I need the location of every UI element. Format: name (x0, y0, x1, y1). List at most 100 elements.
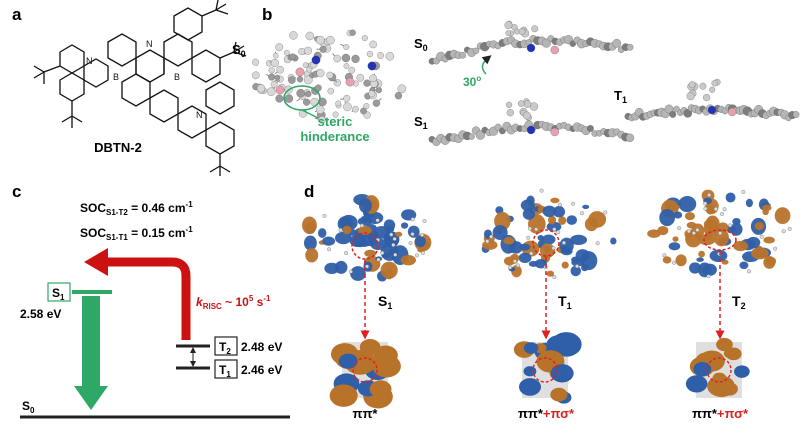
atom-sphere (380, 251, 385, 255)
atom-sphere (348, 269, 353, 274)
t2-state-box (214, 336, 238, 356)
s0-side-view-model (428, 20, 634, 65)
atom-sphere (415, 253, 419, 258)
panel-c: c SOCS1-T2 = 0.46 cm-1 SOCS1-T1 = 0.15 c… (12, 182, 290, 419)
atom-sphere (707, 193, 712, 197)
atom-sphere (348, 66, 356, 74)
atom-sphere (367, 61, 377, 71)
soc-s1-t1-label: SOCS1-T1 = 0.15 cm-1 (80, 225, 193, 242)
orbital-lobe (672, 236, 679, 242)
atom-sphere (311, 55, 321, 65)
orbital-lobe (546, 270, 555, 277)
atom-sphere (410, 232, 415, 237)
orbital-lobe (518, 252, 532, 264)
atom-sphere (385, 52, 395, 61)
atom-sphere (706, 274, 711, 279)
atom-sphere (703, 201, 708, 206)
orbital-lobe (334, 231, 352, 245)
zoom-inset-s1 (329, 338, 401, 409)
steric-label-1: steric (318, 114, 353, 129)
orbital-lobe (733, 240, 749, 252)
atom-sphere (305, 90, 312, 98)
orbital-lobe (765, 256, 777, 266)
atom-sphere (361, 35, 368, 42)
atom-sphere (603, 210, 608, 215)
orbital-lobe (610, 237, 617, 245)
atom-sphere (529, 102, 539, 111)
atom-sphere (526, 235, 531, 240)
orbital-lobe (550, 197, 560, 204)
atom-sphere (707, 105, 717, 115)
atom-sphere (686, 229, 691, 234)
atom-sphere (352, 105, 359, 113)
orbital-lobe (713, 228, 729, 247)
zoom-inset-t2 (685, 337, 750, 398)
atom-sphere (268, 67, 275, 74)
atom-sphere (389, 232, 394, 237)
orbital-lobe (774, 207, 791, 225)
t1-side-view-model (624, 78, 800, 122)
atom-sphere (787, 226, 792, 231)
orbital-lobe (519, 243, 531, 251)
atom-sphere (550, 45, 559, 55)
atom-sphere (561, 240, 566, 245)
orbital-lobe (723, 348, 737, 359)
atom-sphere (688, 81, 696, 89)
atom-sphere (494, 123, 502, 131)
panel-d-letter: d (304, 182, 314, 201)
atom-sphere (315, 105, 325, 115)
panel-c-letter: c (12, 182, 21, 201)
atom-sphere (303, 75, 313, 85)
atom-sphere (669, 110, 677, 118)
orbital-lobe (580, 251, 598, 271)
orbital-lobe (566, 215, 578, 225)
orbital-lobe (302, 216, 317, 235)
atom-sphere (363, 79, 371, 87)
atom-sphere (459, 52, 467, 59)
orbital-lobe (539, 243, 556, 258)
atom-sphere (360, 223, 364, 228)
orbital-lobe (697, 234, 716, 246)
atom-sphere (672, 260, 677, 265)
orbital-s1 (302, 193, 432, 282)
atom-sphere (394, 92, 403, 100)
orbital-lobe (541, 234, 556, 245)
atom-sphere (526, 125, 536, 135)
orbital-lobe (704, 204, 715, 212)
atom-sphere (792, 111, 800, 118)
atom-sphere (475, 130, 486, 140)
risc-arrow (108, 257, 191, 340)
atom-sphere (529, 251, 534, 256)
molecule-name: DBTN-2 (94, 140, 142, 155)
atom-sphere (534, 227, 539, 232)
atom-sphere (728, 223, 733, 228)
atom-sphere (303, 98, 311, 106)
orbital-lobe (528, 214, 546, 234)
orbital-lobe (684, 212, 696, 221)
orbital-lobe (547, 215, 557, 225)
s1-side-view-model (428, 98, 635, 146)
atom-sphere (360, 107, 367, 115)
atom-sphere (587, 125, 594, 132)
orbital-lobe (318, 228, 327, 238)
atom-sphere (711, 79, 718, 87)
s1-state-label: S1 (52, 286, 65, 302)
atom-sphere (315, 35, 325, 45)
orbital-lobe (510, 253, 520, 263)
s0-ground-label: S0 (22, 399, 35, 415)
orbital-lobe (751, 247, 769, 260)
twist-angle-label: 30o (463, 74, 481, 89)
orbital-lobe (400, 254, 416, 266)
orbital-lobe (678, 195, 697, 213)
orbital-lobe (369, 380, 392, 398)
atom-sphere (284, 94, 294, 103)
atom-sphere (612, 38, 622, 48)
orbital-lobe (394, 231, 403, 237)
atom-sphere (713, 207, 718, 211)
orbital-lobe (414, 235, 426, 248)
inset-highlight (352, 357, 378, 383)
orbital-lobe (685, 375, 708, 393)
orbital-lobe (526, 195, 535, 206)
orbital-character-t2: ππ*+πσ* (692, 406, 749, 421)
orbital-lobe (668, 242, 681, 251)
